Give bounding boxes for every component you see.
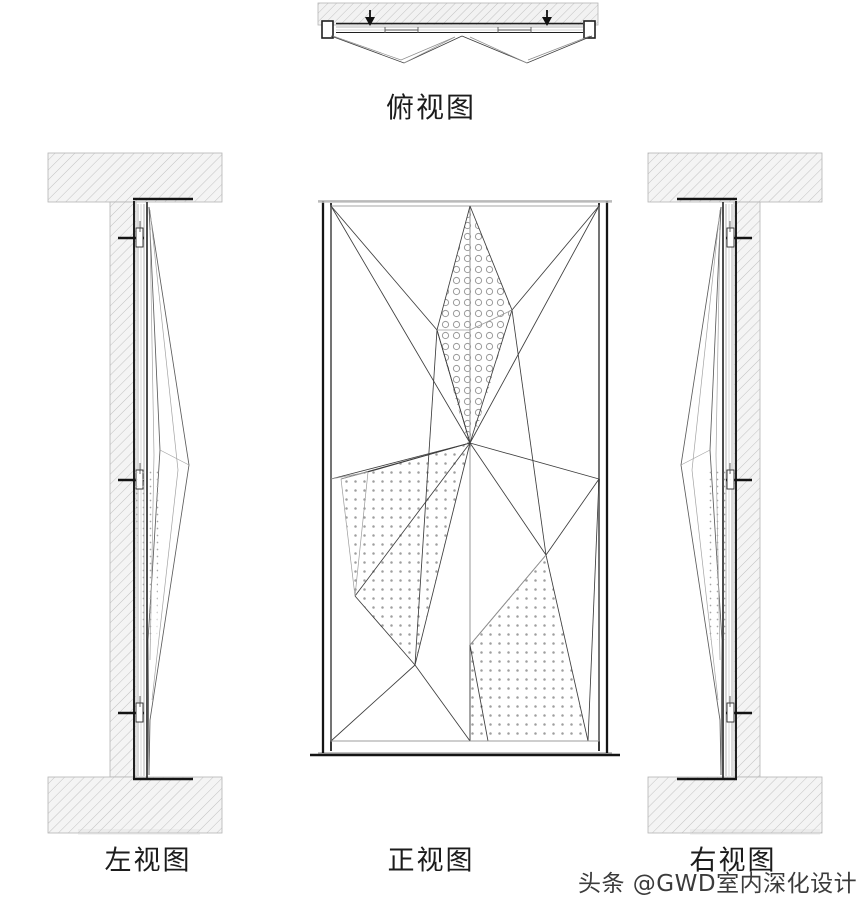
left-view-wall bbox=[109, 201, 137, 778]
front-view-perforation-upper-right bbox=[470, 206, 512, 452]
scan-artifact-marks bbox=[78, 829, 820, 835]
left-view-bracket-bottom bbox=[118, 696, 144, 723]
top-view-bracket-marks bbox=[384, 27, 532, 33]
right-view-floor-slab bbox=[647, 776, 823, 834]
top-view-fixing-arrow-right bbox=[542, 10, 552, 26]
top-view-group bbox=[317, 2, 599, 64]
front-view-group bbox=[310, 200, 620, 757]
right-view-bracket-bottom bbox=[726, 696, 752, 723]
watermark-text: 头条 @GWD室内深化设计 bbox=[578, 871, 858, 897]
top-view-wall-band bbox=[317, 2, 599, 26]
top-view-fold-lines bbox=[330, 35, 593, 64]
front-view-right-stile bbox=[598, 201, 609, 753]
front-view-label: 正视图 bbox=[387, 845, 475, 877]
front-view-perforation-lower-left-a bbox=[355, 443, 470, 665]
right-view-bracket-top bbox=[726, 221, 752, 248]
top-view-right-post bbox=[583, 20, 596, 39]
front-view-perforation-lower-right bbox=[470, 555, 588, 741]
right-view-label: 右视图 bbox=[689, 845, 777, 877]
right-view-ceiling-slab bbox=[647, 152, 823, 203]
right-view-wall bbox=[733, 201, 761, 778]
left-view-ceiling-slab bbox=[47, 152, 223, 203]
left-view-perforation bbox=[135, 470, 160, 640]
right-view-perforation bbox=[706, 470, 731, 640]
left-view-label: 左视图 bbox=[104, 845, 192, 877]
front-view-facet-lines-secondary bbox=[330, 309, 599, 742]
top-view-left-post bbox=[321, 20, 334, 39]
left-view-bracket-top bbox=[118, 221, 144, 248]
top-view-fold-lines-secondary bbox=[332, 35, 591, 64]
top-view-label: 俯视图 bbox=[385, 91, 477, 124]
front-view-perforation-lower-left-b bbox=[341, 472, 368, 596]
left-view-floor-slab bbox=[47, 776, 223, 834]
front-view-left-stile bbox=[321, 201, 332, 753]
front-view-perforation-upper-left bbox=[437, 206, 470, 452]
right-view-group bbox=[647, 152, 823, 834]
top-view-fixing-arrow-left bbox=[365, 10, 375, 26]
left-view-group bbox=[47, 152, 223, 834]
front-view-facet-lines-main bbox=[330, 205, 600, 742]
